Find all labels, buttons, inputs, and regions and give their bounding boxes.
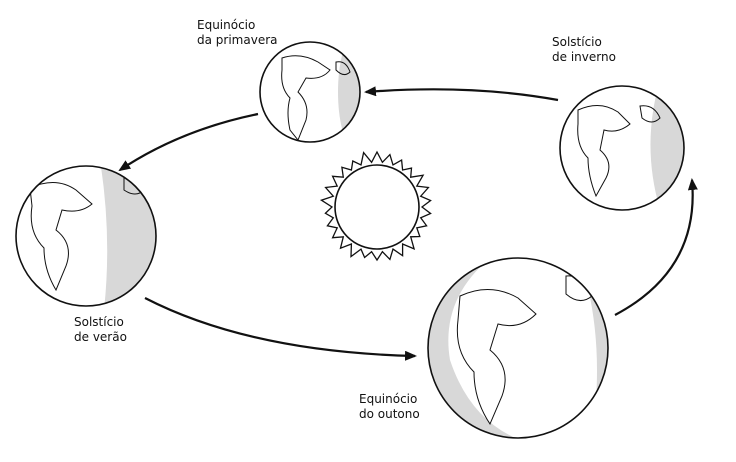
label-line: de verão bbox=[74, 330, 127, 344]
globe-winter-solstice bbox=[559, 85, 685, 211]
orbit-arrow-autumn-to-winter bbox=[614, 178, 698, 316]
globe-spring-equinox bbox=[259, 41, 361, 143]
globe-summer-solstice bbox=[15, 165, 157, 307]
label-winter-solstice: Solstício de inverno bbox=[552, 35, 616, 65]
label-line: do outono bbox=[359, 407, 420, 421]
label-line: Equinócio bbox=[359, 392, 418, 406]
label-line: Equinócio bbox=[197, 18, 256, 32]
globe-autumn-equinox bbox=[427, 257, 609, 439]
label-line: da primavera bbox=[197, 33, 278, 47]
orbit-arrow-winter-to-spring bbox=[364, 86, 559, 102]
label-spring-equinox: Equinócio da primavera bbox=[197, 18, 277, 48]
orbit-arrow-summer-to-autumn bbox=[144, 297, 417, 361]
label-line: de inverno bbox=[552, 50, 616, 64]
label-summer-solstice: Solstício de verão bbox=[74, 315, 127, 345]
sun-icon bbox=[319, 150, 432, 262]
orbit-arrow-spring-to-summer bbox=[118, 112, 259, 172]
label-line: Solstício bbox=[74, 315, 124, 329]
label-autumn-equinox: Equinócio do outono bbox=[359, 392, 420, 422]
label-line: Solstício bbox=[552, 35, 602, 49]
